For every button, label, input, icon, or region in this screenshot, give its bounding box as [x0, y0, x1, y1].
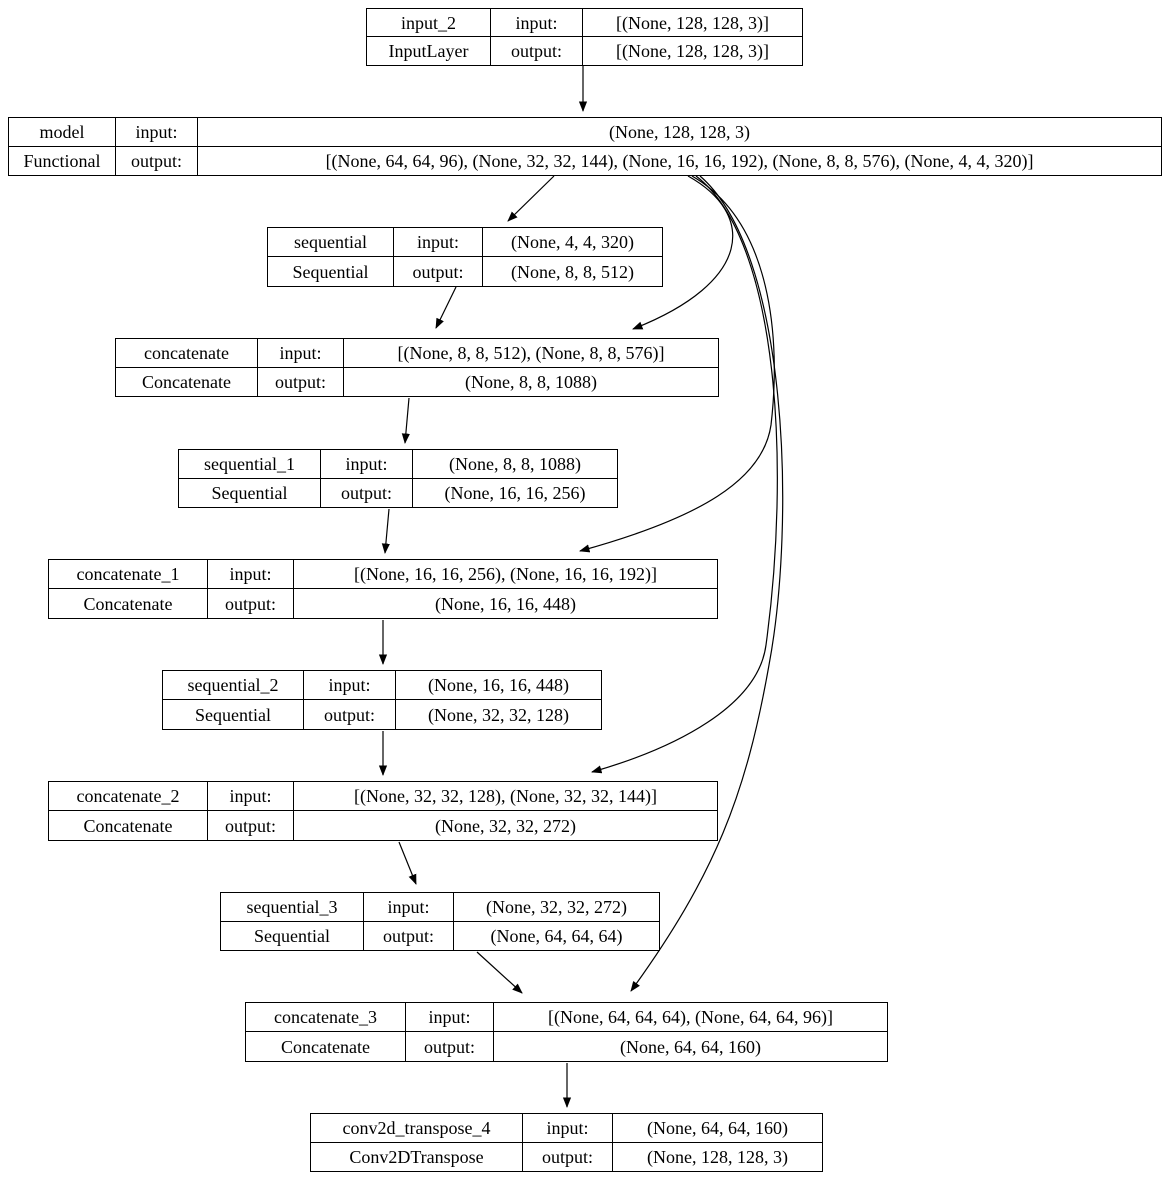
layer-name: concatenate [116, 339, 258, 368]
layer-name: concatenate_2 [49, 782, 208, 811]
edge-model-to-concatenate_3 [630, 175, 784, 992]
layer-name: sequential_3 [221, 893, 364, 922]
layer-name: conv2d_transpose_4 [311, 1114, 523, 1143]
input-shape: (None, 32, 32, 272) [454, 893, 659, 922]
input-label: input: [523, 1114, 613, 1143]
layer-name: sequential_1 [179, 450, 321, 479]
input-shape: [(None, 32, 32, 128), (None, 32, 32, 144… [294, 782, 717, 811]
input-label: input: [208, 560, 294, 589]
layer-class: Concatenate [49, 811, 208, 840]
edge-sequential_3-to-concatenate_3 [476, 951, 523, 994]
layer-class: Functional [9, 146, 116, 175]
input-shape: (None, 64, 64, 160) [613, 1114, 822, 1143]
layer-class: Conv2DTranspose [311, 1142, 523, 1171]
input-shape: [(None, 128, 128, 3)] [583, 9, 802, 37]
layer-name: model [9, 118, 116, 147]
output-label: output: [321, 478, 413, 507]
layer-name: input_2 [367, 9, 491, 37]
output-shape: (None, 8, 8, 512) [511, 261, 634, 282]
output-shape: (None, 64, 64, 64) [490, 925, 623, 946]
output-label: output: [364, 921, 454, 950]
input-label: input: [364, 893, 454, 922]
layer-class: Concatenate [246, 1032, 406, 1061]
output-shape: [(None, 128, 128, 3)] [616, 41, 769, 61]
input-label: input: [394, 228, 483, 257]
input-label: input: [116, 118, 198, 147]
layer-name: concatenate_1 [49, 560, 208, 589]
edge-concatenate_2-to-sequential_3 [398, 841, 417, 885]
output-label: output: [116, 146, 198, 175]
input-shape: (None, 16, 16, 448) [396, 671, 601, 700]
output-shape: (None, 32, 32, 272) [435, 815, 576, 836]
layer-class: InputLayer [367, 37, 491, 65]
layer-name: sequential [268, 228, 394, 257]
layer-name: sequential_2 [163, 671, 304, 700]
output-label: output: [491, 37, 583, 65]
edge-sequential-to-concatenate [435, 286, 457, 329]
output-shape: (None, 32, 32, 128) [428, 704, 569, 725]
input-label: input: [258, 339, 344, 368]
output-label: output: [304, 700, 396, 729]
edge-model-to-concatenate_2 [591, 175, 778, 774]
input-label: input: [208, 782, 294, 811]
output-shape: (None, 128, 128, 3) [647, 1146, 788, 1167]
output-shape: [(None, 64, 64, 96), (None, 32, 32, 144)… [325, 150, 1034, 171]
input-label: input: [321, 450, 413, 479]
output-label: output: [406, 1032, 494, 1061]
input-label: input: [304, 671, 396, 700]
input-shape: [(None, 16, 16, 256), (None, 16, 16, 192… [294, 560, 717, 589]
layer-name: concatenate_3 [246, 1003, 406, 1032]
input-shape: [(None, 8, 8, 512), (None, 8, 8, 576)] [344, 339, 718, 368]
output-label: output: [208, 589, 294, 618]
edge-model-to-concatenate [632, 175, 734, 330]
input-shape: (None, 8, 8, 1088) [413, 450, 617, 479]
output-label: output: [394, 257, 483, 286]
output-label: output: [523, 1142, 613, 1171]
input-label: input: [406, 1003, 494, 1032]
edge-concatenate-to-sequential_1 [401, 397, 410, 444]
layer-class: Concatenate [49, 589, 208, 618]
output-shape: (None, 64, 64, 160) [620, 1036, 761, 1057]
edge-model-to-sequential [507, 175, 555, 222]
layer-class: Concatenate [116, 367, 258, 396]
layer-class: Sequential [179, 478, 321, 507]
edge-model-to-concatenate_1 [579, 175, 775, 553]
output-label: output: [258, 367, 344, 396]
layer-class: Sequential [268, 257, 394, 286]
output-shape: (None, 16, 16, 448) [435, 593, 576, 614]
edge-sequential_1-to-concatenate_1 [381, 508, 390, 554]
output-shape: (None, 16, 16, 256) [444, 482, 586, 503]
layer-class: Sequential [163, 700, 304, 729]
output-shape: (None, 8, 8, 1088) [465, 371, 597, 392]
input-shape: [(None, 64, 64, 64), (None, 64, 64, 96)] [494, 1003, 887, 1032]
input-shape: (None, 128, 128, 3) [198, 118, 1161, 147]
input-label: input: [491, 9, 583, 37]
output-label: output: [208, 811, 294, 840]
layer-class: Sequential [221, 921, 364, 950]
input-shape: (None, 4, 4, 320) [483, 228, 662, 257]
